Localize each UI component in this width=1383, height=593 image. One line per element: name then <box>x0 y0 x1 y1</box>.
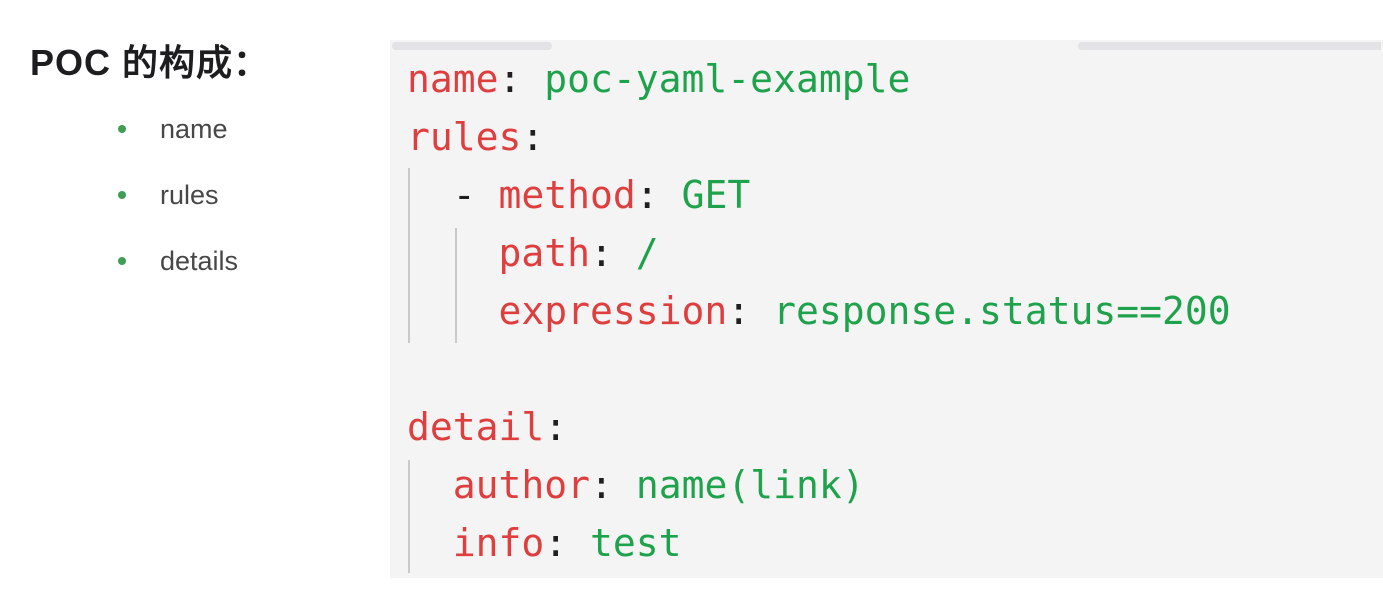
code-line <box>407 340 1383 398</box>
list-item-label: details <box>160 245 239 276</box>
code-segment-key: detail <box>407 405 545 449</box>
bullet-icon <box>118 257 126 265</box>
code-segment-punct: : <box>521 115 545 159</box>
code-segment-key: path <box>498 231 591 275</box>
scrollbar-thumb-right[interactable] <box>1078 42 1381 50</box>
code-segment-punct: : <box>727 289 751 333</box>
code-line: info: test <box>407 514 1383 572</box>
bullet-icon <box>118 191 126 199</box>
code-segment-punct <box>407 231 499 275</box>
code-segment-value: test <box>567 521 682 565</box>
code-segment-key: method <box>498 173 636 217</box>
code-segment-key: info <box>452 521 545 565</box>
page-title: POC 的构成： <box>30 42 271 83</box>
code-segment-key: author <box>452 463 591 507</box>
code-segment-key: name <box>407 57 499 101</box>
code-segment-punct: : <box>590 231 613 275</box>
code-line: - method: GET <box>407 166 1383 224</box>
indent-guide <box>408 460 410 573</box>
code-segment-key: expression <box>498 289 728 333</box>
code-line: author: name(link) <box>407 456 1383 514</box>
list-item: details <box>118 228 238 294</box>
code-segment-punct: - <box>407 173 499 217</box>
code-line: name: poc-yaml-example <box>407 50 1383 108</box>
code-segment-value: name(link) <box>612 463 865 507</box>
code-segment-punct: : <box>498 57 522 101</box>
code-line: expression: response.status==200 <box>407 282 1383 340</box>
poc-structure-list: name rules details <box>118 96 238 294</box>
indent-guide <box>455 228 457 343</box>
code-segment-punct <box>407 463 453 507</box>
code-segment-value: / <box>612 231 659 275</box>
code-segment-punct: : <box>635 173 659 217</box>
code-line: rules: <box>407 108 1383 166</box>
list-item: name <box>118 96 238 162</box>
code-segment-punct <box>407 289 499 333</box>
code-segment-punct <box>407 521 453 565</box>
code-line: detail: <box>407 398 1383 456</box>
bullet-icon <box>118 125 126 133</box>
code-segment-punct: : <box>590 463 613 507</box>
list-item-label: rules <box>160 179 219 210</box>
code-segment-punct: : <box>544 521 568 565</box>
code-segment-value: poc-yaml-example <box>521 57 911 101</box>
code-segment-value: response.status==200 <box>750 289 1231 333</box>
code-segment-value: GET <box>658 173 751 217</box>
indent-guide <box>408 168 410 343</box>
code-line: path: / <box>407 224 1383 282</box>
scrollbar-thumb-left[interactable] <box>392 42 552 50</box>
list-item-label: name <box>160 113 228 144</box>
code-segment-key: rules <box>407 115 522 159</box>
code-segment-punct: : <box>544 405 568 449</box>
list-item: rules <box>118 162 238 228</box>
